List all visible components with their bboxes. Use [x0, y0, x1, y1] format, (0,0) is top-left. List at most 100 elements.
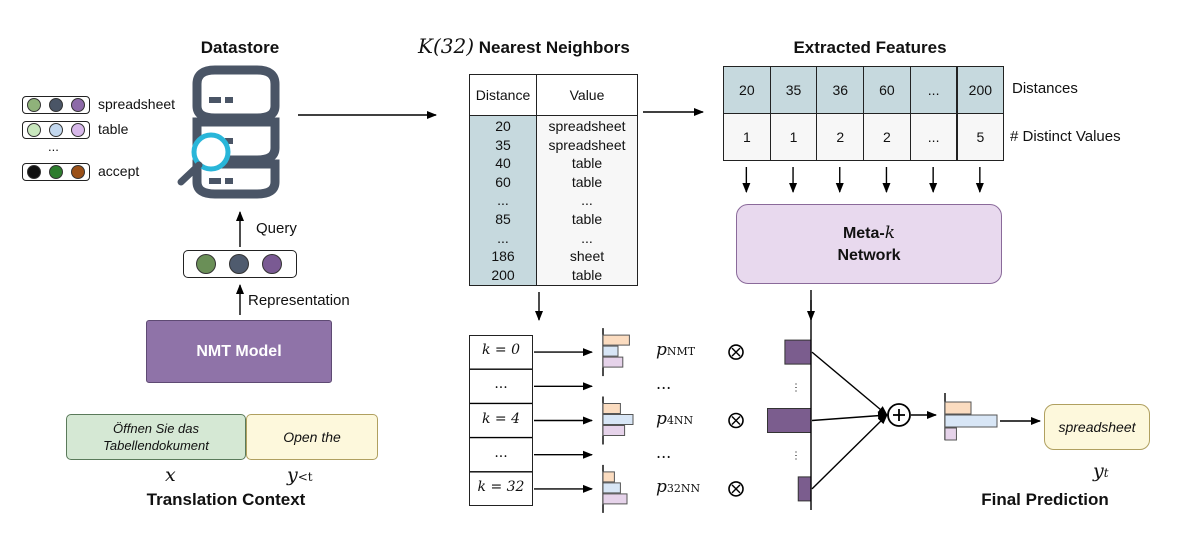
feature-distinct-cell: ...: [909, 113, 958, 161]
k-value-cell: k = 4: [481, 410, 521, 427]
knn-header-value: Value: [536, 74, 638, 116]
probability-ellipsis: ...: [656, 442, 672, 462]
datastore-key-vector: [22, 121, 90, 139]
distribution-bar: [602, 493, 628, 505]
datastore-key-dot: [49, 98, 63, 112]
target-symbol: y<t: [287, 464, 313, 486]
datastore-key-vector: [22, 96, 90, 114]
meta-k-network-box: Meta-k Network: [736, 204, 1002, 284]
knn-distance-cell: 186: [491, 248, 515, 265]
nmt-model-box: NMT Model: [146, 320, 332, 383]
source-symbol: x: [165, 464, 176, 486]
target-context-box: Open the: [246, 414, 378, 460]
final-distribution-bar: [944, 427, 957, 441]
representation-vector: [183, 250, 297, 278]
feature-distinct-cell: 1: [723, 113, 771, 161]
datastore-ellipsis: ...: [48, 139, 59, 154]
distribution-bar: [602, 414, 634, 425]
feature-distance-cell: 200: [956, 66, 1005, 114]
features-title: Extracted Features: [793, 38, 947, 57]
feature-distinct-cell: 2: [863, 113, 911, 161]
feature-distinct-cell: 5: [956, 113, 1005, 161]
probability-ellipsis: ...: [656, 374, 672, 394]
datastore-value-label: spreadsheet: [98, 96, 176, 112]
datastore-key-dot: [27, 165, 41, 179]
knn-distance-cell: ...: [497, 192, 509, 209]
times-operator-icon-stroke: [731, 484, 741, 494]
knn-value-cell: table: [571, 173, 603, 190]
distribution-bar: [602, 482, 621, 494]
datastore-key-dot: [49, 165, 63, 179]
weight-ellipsis: ⋮: [791, 382, 801, 393]
knn-header-distance: Distance: [469, 74, 537, 116]
weight-to-sum-arrow: [811, 411, 888, 422]
probability-main: p: [656, 476, 667, 497]
probability-label: p32NN: [656, 477, 700, 497]
knn-value-cell: table: [571, 266, 603, 283]
final-distribution-bar: [944, 414, 998, 428]
datastore-key-vector: [22, 163, 90, 181]
knn-value-cell: ...: [581, 229, 593, 246]
distribution-bar: [602, 345, 619, 357]
probability-main: p: [656, 408, 667, 429]
times-operator-icon-stroke: [731, 347, 741, 357]
weight-ellipsis: ⋮: [791, 451, 801, 462]
knn-title: K(32) Nearest Neighbors: [418, 34, 630, 58]
feature-distance-cell: 20: [723, 66, 771, 114]
knn-distance-cell: 40: [495, 155, 511, 172]
knn-distance-cell: 35: [495, 136, 511, 153]
feature-distinct-cell: 2: [816, 113, 865, 161]
database-icon: [177, 65, 280, 199]
datastore-key-dot: [71, 165, 85, 179]
probability-label: pNMT: [656, 340, 695, 360]
distribution-bar: [602, 471, 615, 483]
feature-distance-cell: ...: [909, 66, 958, 114]
weight-to-sum-arrow: [811, 414, 888, 490]
knn-distance-column: [469, 115, 537, 286]
knn-value-cell: table: [571, 155, 603, 172]
knn-distance-cell: ...: [497, 229, 509, 246]
query-label: Query: [256, 220, 297, 237]
feature-distinct-cell: 1: [769, 113, 818, 161]
final-output-box: spreadsheet: [1044, 404, 1150, 450]
feature-distance-cell: 60: [863, 66, 911, 114]
probability-subscript: 4NN: [666, 413, 694, 427]
feature-distance-cell: 36: [816, 66, 865, 114]
k-value-cell: k = 32: [477, 478, 525, 495]
representation-dot: [262, 254, 282, 274]
distribution-bar: [602, 356, 624, 368]
probability-subscript: 32NN: [666, 481, 701, 495]
knn-value-cell: table: [571, 211, 603, 227]
probability-subscript: NMT: [666, 345, 696, 359]
distribution-bar: [602, 403, 621, 414]
probability-main: p: [656, 340, 667, 361]
knn-distance-cell: 85: [495, 211, 511, 227]
distribution-bar: [602, 334, 630, 346]
distinct-values-row-label: # Distinct Values: [1010, 128, 1121, 145]
source-context-box: Öffnen Sie das Tabellendokument: [66, 414, 246, 460]
times-operator-icon-stroke: [731, 416, 741, 425]
representation-dot: [229, 254, 249, 274]
knn-distance-cell: 60: [495, 173, 511, 190]
distances-row-label: Distances: [1012, 80, 1078, 97]
feature-distance-cell: 35: [769, 66, 818, 114]
knn-value-cell: ...: [581, 192, 593, 209]
meta-k-line2: Network: [837, 246, 901, 264]
k-value-column: [469, 335, 533, 506]
knn-value-cell: spreadsheet: [548, 136, 626, 153]
datastore-key-dot: [27, 123, 41, 137]
weight-to-sum-arrow: [811, 351, 888, 416]
datastore-key-dot: [49, 123, 63, 137]
final-prediction-title: Final Prediction: [981, 490, 1109, 509]
datastore-key-dot: [71, 98, 85, 112]
datastore-key-dot: [27, 98, 41, 112]
probability-label: p4NN: [656, 409, 693, 429]
datastore-key-dot: [71, 123, 85, 137]
weight-bar: [797, 476, 812, 502]
k-value-cell: ...: [494, 376, 508, 393]
knn-value-cell: spreadsheet: [548, 118, 626, 134]
knn-distance-cell: 20: [495, 118, 511, 134]
translation-context-title: Translation Context: [146, 490, 306, 509]
distribution-bar: [602, 425, 626, 436]
weight-bar: [767, 408, 812, 433]
